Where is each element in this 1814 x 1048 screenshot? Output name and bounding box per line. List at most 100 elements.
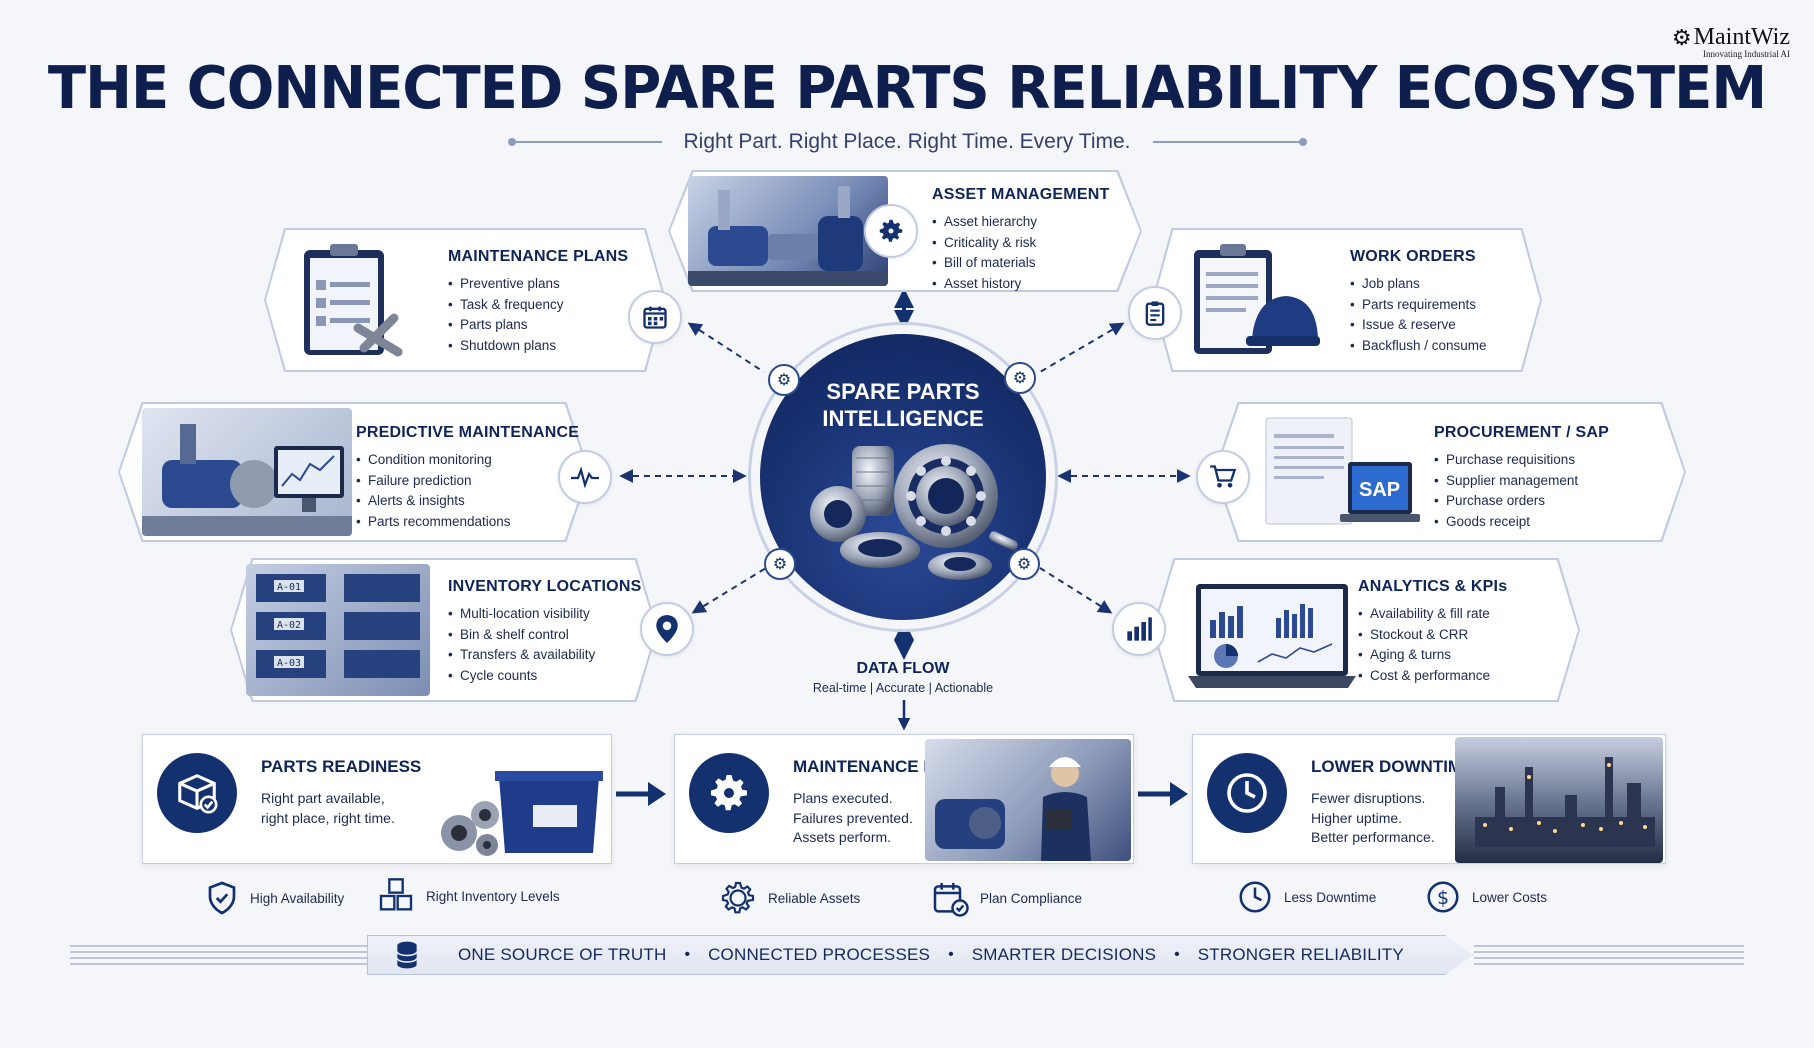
connector-work-orders — [1039, 322, 1125, 373]
maintenance-plans-text: MAINTENANCE PLANS Preventive plans Task … — [448, 248, 628, 356]
arrow-right-icon — [1138, 782, 1188, 806]
list-item: Purchase requisitions — [1434, 450, 1609, 471]
module-title: PROCUREMENT / SAP — [1434, 424, 1609, 441]
cart-icon — [1210, 465, 1237, 488]
pulse-icon — [571, 466, 599, 489]
list-item: Bin & shelf control — [448, 625, 641, 646]
benefit-plan-compliance: Plan Compliance — [930, 878, 1082, 918]
connector-analytics — [1039, 567, 1113, 614]
benefit-label: High Availability — [250, 890, 345, 906]
calendar-check-icon — [933, 883, 969, 917]
analytics-text: ANALYTICS & KPIs Availability & fill rat… — [1358, 578, 1507, 686]
spare-parts-hub[interactable] — [760, 334, 1046, 620]
list-item: Preventive plans — [448, 274, 628, 295]
list-item: Cycle counts — [448, 666, 641, 687]
list-item: Multi-location visibility — [448, 604, 641, 625]
list-item: Issue & reserve — [1350, 315, 1487, 336]
outcome-line: Right part available, — [261, 790, 385, 806]
subtitle-row: Right Part. Right Place. Right Time. Eve… — [0, 130, 1814, 154]
cubes-icon — [379, 878, 413, 911]
pulse-badge — [558, 450, 612, 504]
data-flow-title: DATA FLOW — [856, 660, 950, 677]
module-predictive-maintenance[interactable]: PREDICTIVE MAINTENANCE Condition monitor… — [118, 402, 590, 542]
list-item: Supplier management — [1434, 471, 1609, 492]
list-item: Parts recommendations — [356, 512, 579, 533]
list-item: Purchase orders — [1434, 491, 1609, 512]
pump-icon — [688, 186, 888, 286]
list-item: Asset history — [932, 274, 1109, 295]
list-item: Stockout & CRR — [1358, 625, 1507, 646]
bearings-icon — [810, 444, 1018, 580]
module-title: WORK ORDERS — [1350, 248, 1476, 265]
location-pin-icon — [656, 615, 678, 643]
clipboard-photo — [298, 240, 408, 360]
outcome-lower-downtime[interactable]: LOWER DOWNTIME Fewer disruptions. Higher… — [1192, 734, 1666, 864]
module-items: Job plans Parts requirements Issue & res… — [1350, 274, 1487, 356]
warehouse-photo: A-01 A-02 A-03 — [246, 564, 430, 696]
clipboard-badge — [1128, 286, 1182, 340]
parts-bin-icon — [441, 771, 603, 856]
bar-chart-badge — [1112, 602, 1166, 656]
hub-title: SPARE PARTS INTELLIGENCE — [760, 378, 1046, 432]
banner-separator: • — [1174, 946, 1180, 963]
svg-text:$: $ — [1437, 887, 1449, 909]
outcome-text: Plans executed. Failures prevented. Asse… — [793, 789, 913, 848]
refinery-photo — [1455, 737, 1663, 863]
brand-name: MaintWiz — [1693, 24, 1790, 50]
hub-title-line: INTELLIGENCE — [822, 406, 984, 431]
module-title: ANALYTICS & KPIs — [1358, 578, 1508, 595]
benefit-label: Right Inventory Levels — [426, 888, 560, 904]
module-items: Asset hierarchy Criticality & risk Bill … — [932, 212, 1109, 294]
outcome-line: right place, right time. — [261, 809, 395, 826]
gear-icon: ⚙ — [776, 372, 792, 389]
banner-item: SMARTER DECISIONS — [971, 945, 1157, 964]
module-analytics[interactable]: ANALYTICS & KPIs Availability & fill rat… — [1152, 558, 1580, 702]
outcome-icon — [689, 753, 769, 833]
gear-icon — [711, 775, 747, 811]
outcome-maintenance-reliability[interactable]: MAINTENANCE RELIABILITY Plans executed. … — [674, 734, 1134, 864]
hub-node: ⚙ — [764, 548, 796, 580]
banner-item: STRONGER RELIABILITY — [1197, 945, 1404, 964]
benefit-reliable-assets: Reliable Assets — [718, 878, 860, 918]
gear-icon: ⚙ — [1016, 556, 1032, 573]
refinery-icon — [1475, 757, 1655, 847]
module-procurement[interactable]: SAP PROCUREMENT / SAP Purchase requisiti… — [1214, 402, 1686, 542]
benefit-less-downtime: Less Downtime — [1236, 878, 1376, 916]
module-work-orders[interactable]: WORK ORDERS Job plans Parts requirements… — [1152, 228, 1542, 372]
list-item: Availability & fill rate — [1358, 604, 1507, 625]
module-items: Condition monitoring Failure prediction … — [356, 450, 579, 532]
list-item: Cost & performance — [1358, 666, 1507, 687]
brand-tagline: Innovating Industrial AI — [1703, 49, 1790, 59]
clipboard-icon — [304, 244, 403, 357]
page-subtitle: Right Part. Right Place. Right Time. Eve… — [683, 130, 1131, 153]
clock-icon — [1239, 881, 1271, 913]
outcome-title: PARTS READINESS — [261, 757, 422, 776]
outcome-line: Higher uptime. — [1311, 809, 1403, 826]
gear-icon: ⚙ — [1012, 370, 1028, 387]
outcome-parts-readiness[interactable]: PARTS READINESS Right part available, ri… — [142, 734, 612, 864]
dollar-icon: $ — [1427, 881, 1459, 913]
location-badge — [640, 602, 694, 656]
outcome-line: Fewer disruptions. — [1311, 790, 1426, 806]
module-asset-management[interactable]: ASSET MANAGEMENT Asset hierarchy Critica… — [668, 170, 1142, 294]
list-item: Task & frequency — [448, 295, 628, 316]
list-item: Parts plans — [448, 315, 628, 336]
list-item: Alerts & insights — [356, 491, 579, 512]
connector-maintenance-plans — [687, 322, 765, 373]
outcome-line: Better performance. — [1311, 829, 1435, 845]
outcome-icon — [1207, 753, 1287, 833]
outcome-icon — [157, 753, 237, 833]
hub-node: ⚙ — [1008, 548, 1040, 580]
technician-icon — [935, 757, 1091, 861]
outcome-line: Plans executed. — [793, 790, 893, 806]
list-item: Transfers & availability — [448, 645, 641, 666]
benefit-high-availability: High Availability — [204, 880, 344, 916]
hub-title-line: SPARE PARTS — [826, 379, 980, 404]
module-inventory-locations[interactable]: A-01 A-02 A-03 INVENTORY LOCATIONS Multi… — [230, 558, 658, 702]
banner-item: ONE SOURCE OF TRUTH — [458, 945, 667, 964]
bin-label: A-01 — [277, 582, 301, 593]
module-items: Preventive plans Task & frequency Parts … — [448, 274, 628, 356]
module-maintenance-plans[interactable]: MAINTENANCE PLANS Preventive plans Task … — [264, 228, 666, 372]
monitor-icon — [142, 424, 352, 536]
